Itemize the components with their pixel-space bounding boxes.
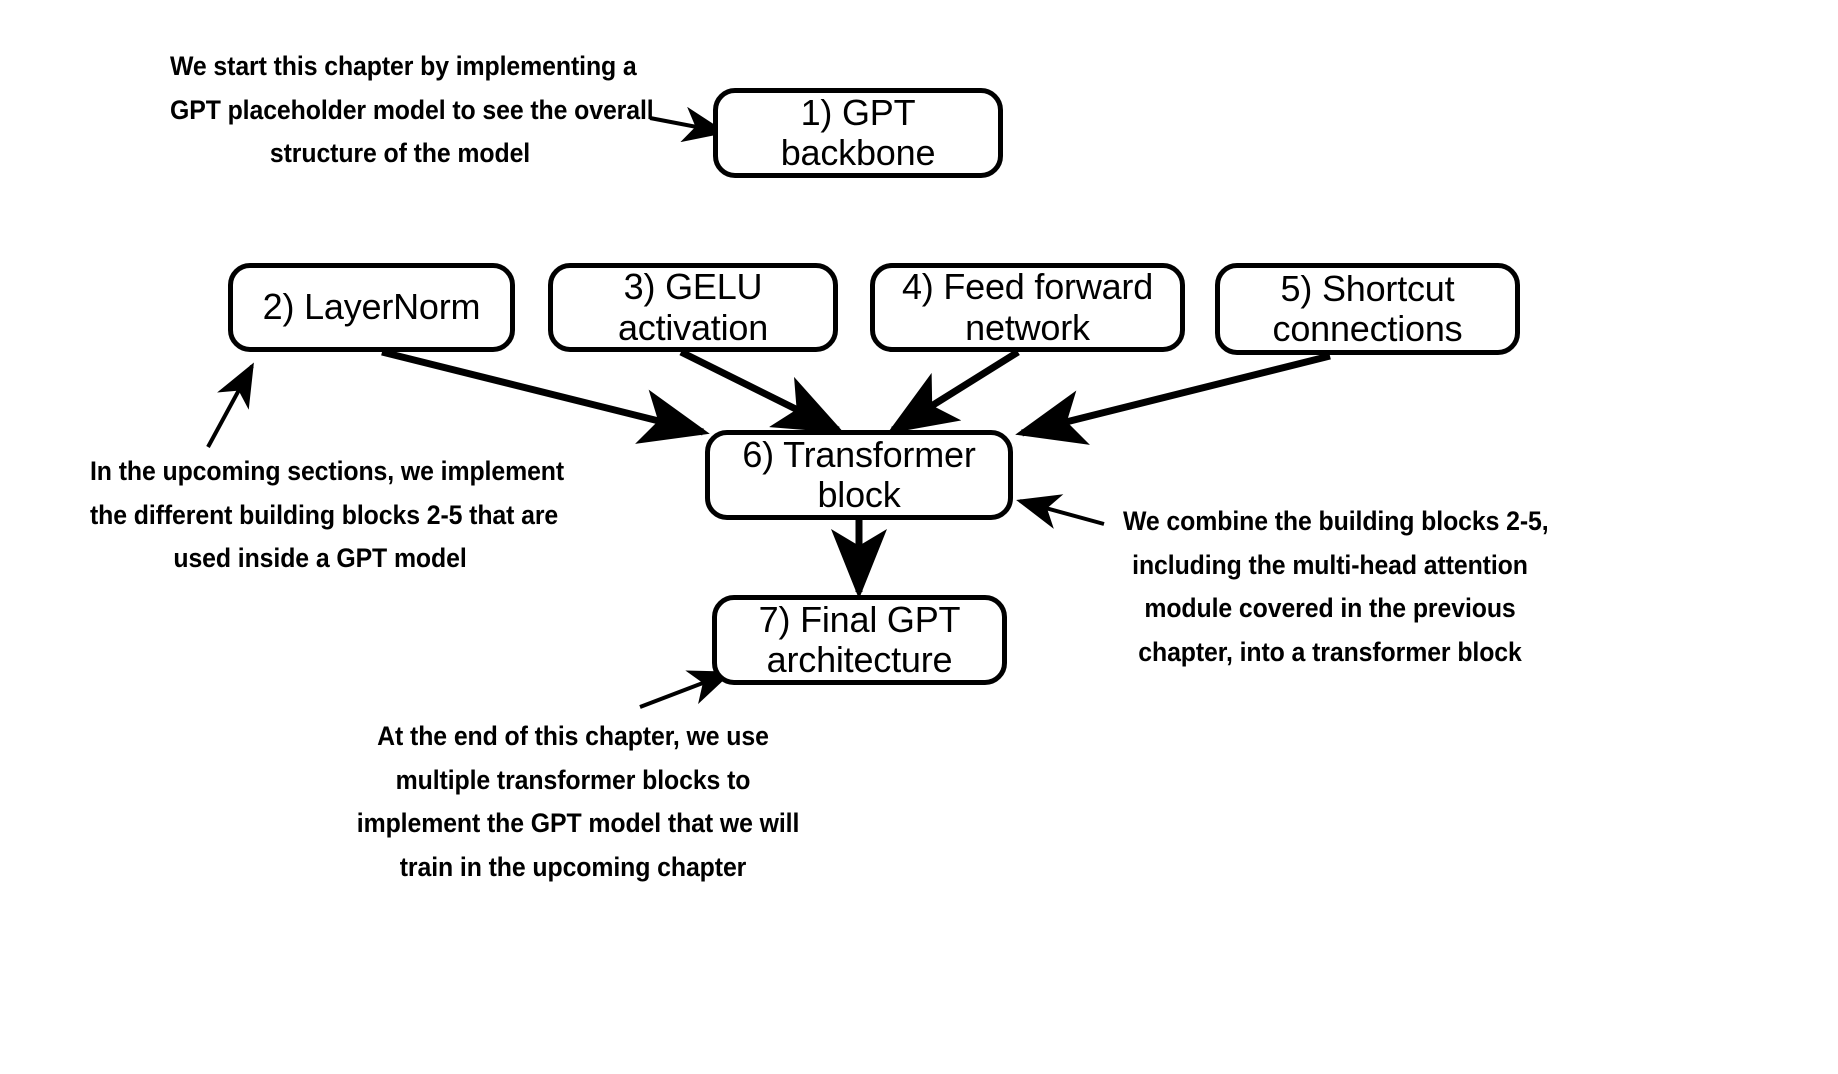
node-gpt-backbone-line1: 1) GPT (800, 91, 916, 133)
edge-feedforward-to-transformer (887, 349, 1020, 434)
node-layernorm-line1: 2) LayerNorm (262, 286, 481, 328)
note-transformer-block-line-4: chapter, into a transformer block (1138, 637, 1522, 668)
node-final-gpt[interactable]: 7) Final GPT architecture (712, 595, 1007, 685)
node-shortcut-line2: connections (1272, 308, 1463, 349)
edge-note-to-transformer (1016, 494, 1105, 529)
note-transformer-block-line-3: module covered in the previous (1144, 593, 1516, 624)
node-feed-forward[interactable]: 4) Feed forward network (870, 263, 1185, 352)
node-gpt-backbone[interactable]: 1) GPT backbone (713, 88, 1003, 178)
note-final-architecture-line-2: multiple transformer blocks to (395, 764, 751, 795)
note-building-blocks-line-1: In the upcoming sections, we implement (90, 456, 565, 486)
note-final-architecture-line-3: implement the GPT model that we will (356, 808, 800, 839)
note-building-blocks-line-2: the different building blocks 2-5 that a… (90, 499, 559, 530)
edge-note-to-layernorm (206, 362, 254, 448)
node-transformer-line2: block (817, 474, 901, 515)
node-feedforward-line2: network (965, 306, 1090, 348)
note-final-architecture: At the end of this chapter, we use multi… (356, 715, 800, 890)
note-gpt-backbone-line-1: We start this chapter by implementing a (170, 51, 637, 81)
edge-gelu-to-transformer (679, 348, 845, 434)
node-layernorm[interactable]: 2) LayerNorm (228, 263, 515, 352)
note-gpt-backbone-line-2: GPT placeholder model to see the overall (170, 94, 654, 125)
edge-shortcut-to-transformer (1015, 352, 1331, 445)
edge-layernorm-to-transformer (381, 348, 710, 444)
node-gelu-activation[interactable]: 3) GELU activation (548, 263, 838, 352)
note-gpt-backbone: We start this chapter by implementing a … (170, 45, 654, 176)
note-transformer-block: We combine the building blocks 2-5, incl… (1123, 500, 1549, 675)
note-transformer-block-line-1: We combine the building blocks 2-5, (1123, 506, 1549, 536)
edge-note-to-final (639, 670, 733, 709)
node-shortcut-line1: 5) Shortcut (1280, 267, 1455, 309)
node-gpt-backbone-line2: backbone (780, 132, 936, 173)
note-building-blocks: In the upcoming sections, we implement t… (90, 450, 565, 581)
note-gpt-backbone-line-3: structure of the model (269, 138, 531, 169)
node-final-gpt-line2: architecture (766, 639, 953, 680)
node-transformer-line1: 6) Transformer (742, 433, 976, 475)
node-gelu-line1: 3) GELU (623, 266, 763, 308)
node-final-gpt-line1: 7) Final GPT (758, 598, 961, 640)
node-gelu-line2: activation (617, 306, 769, 348)
node-feedforward-line1: 4) Feed forward (901, 266, 1154, 308)
note-final-architecture-line-4: train in the upcoming chapter (399, 852, 747, 883)
note-transformer-block-line-2: including the multi-head attention (1132, 549, 1528, 580)
node-shortcut-connections[interactable]: 5) Shortcut connections (1215, 263, 1520, 355)
node-transformer-block[interactable]: 6) Transformer block (705, 430, 1013, 520)
note-building-blocks-line-3: used inside a GPT model (173, 543, 467, 574)
note-final-architecture-line-1: At the end of this chapter, we use (377, 721, 769, 751)
